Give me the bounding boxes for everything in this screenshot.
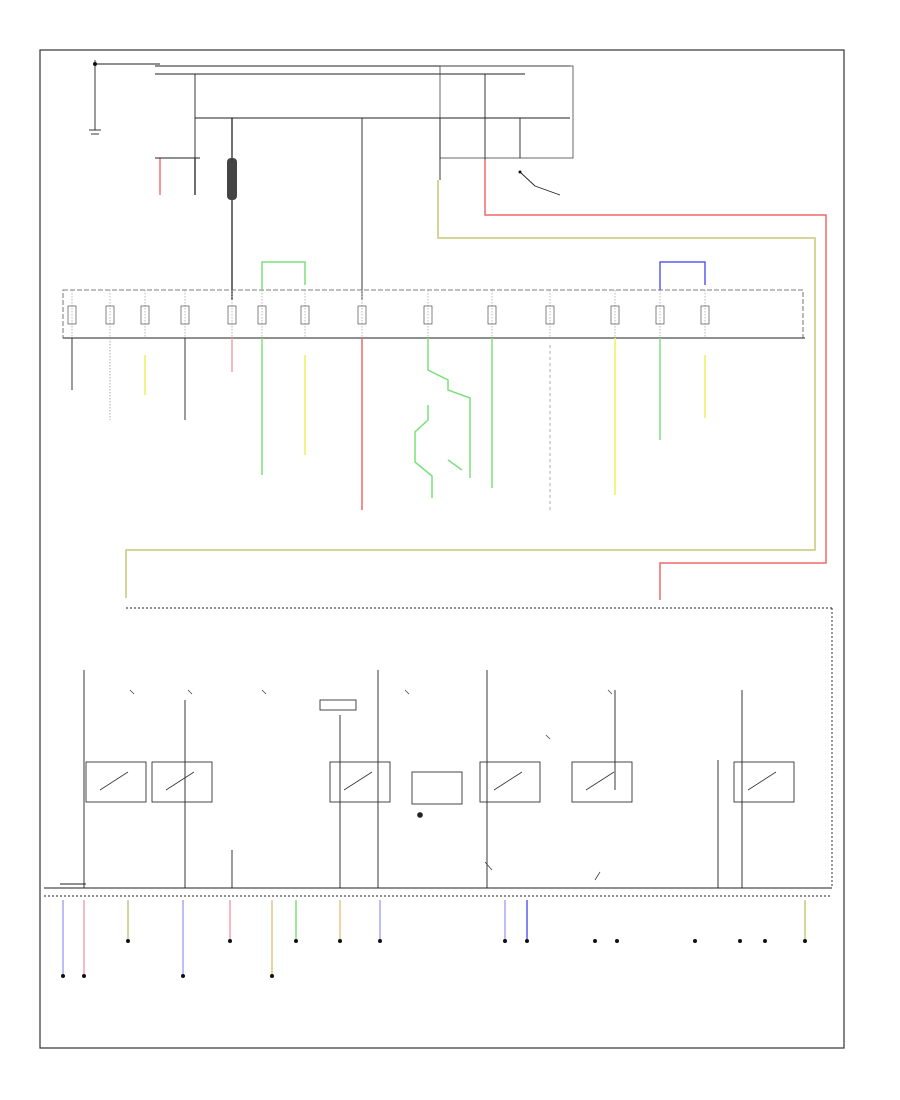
relay-6: [571, 761, 633, 803]
relay-switch-top: [518, 170, 561, 196]
fuse-link-thick: [227, 118, 237, 300]
branch-wires: [71, 338, 706, 512]
misc-symbols: [129, 689, 613, 881]
resistor-top: [319, 699, 357, 711]
relay-4: [411, 771, 463, 805]
relay-switches: [99, 771, 777, 818]
starter-leads: [155, 157, 200, 195]
diagram-frame: [39, 49, 845, 1049]
battery-feed: [89, 60, 160, 135]
relay-feeders: [83, 670, 743, 888]
relay-5: [479, 761, 541, 803]
green-jumper-top: [261, 261, 306, 290]
lower-bus: [44, 607, 833, 897]
main-bus: [155, 65, 574, 300]
relay-2: [151, 761, 213, 803]
relay-7: [733, 761, 795, 803]
bottom-connectors: [60, 883, 806, 975]
red-feed-wire: [484, 160, 827, 600]
connector-terminals: [61, 939, 807, 978]
fusible-link-block: [439, 65, 574, 159]
fuse-block: [62, 289, 805, 339]
relay-3: [329, 761, 391, 803]
relays: [85, 699, 795, 805]
olive-feed-wire: [125, 180, 816, 598]
blue-jumper-top: [659, 261, 706, 290]
relay-1: [85, 761, 147, 803]
